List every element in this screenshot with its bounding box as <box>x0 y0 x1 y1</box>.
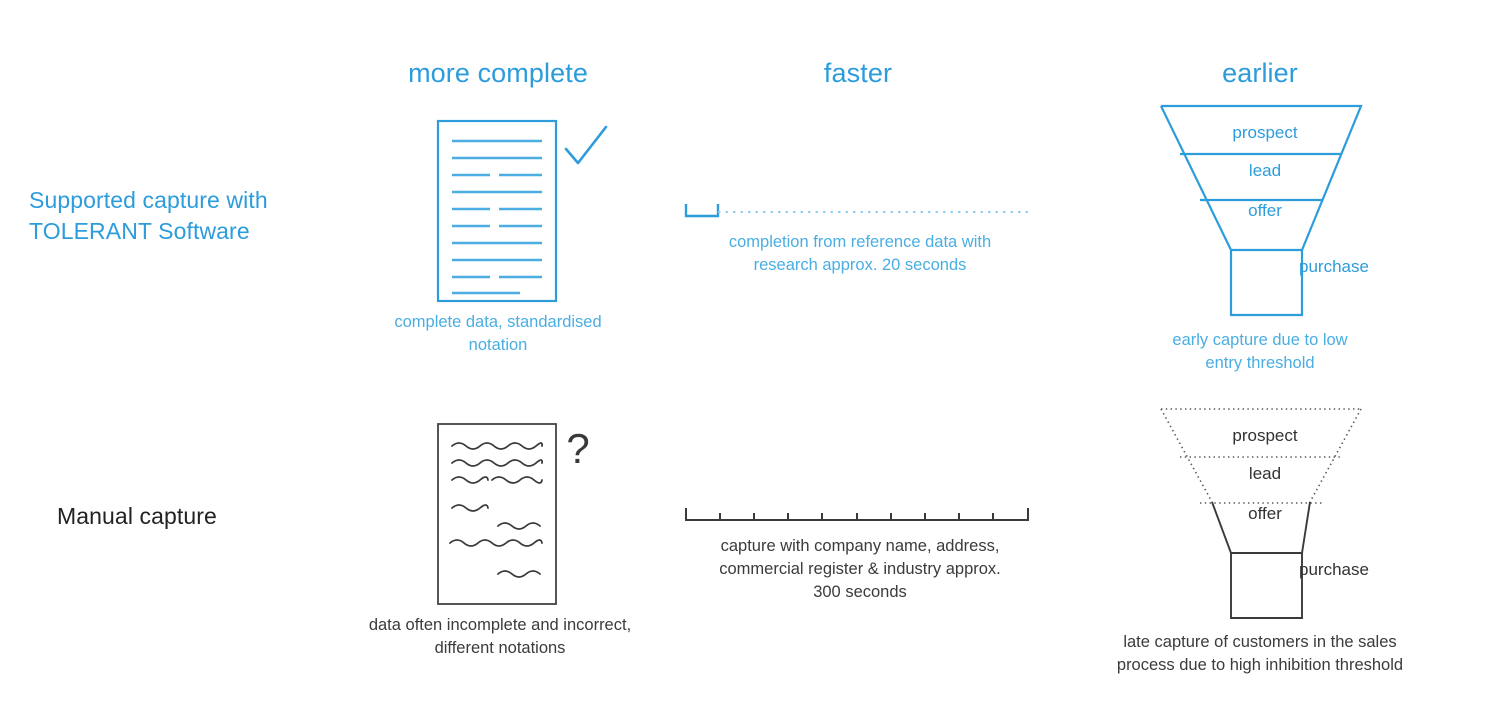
question-mark-icon: ? <box>566 425 589 472</box>
row-label-manual-capture: Manual capture <box>57 501 397 532</box>
long-measure-ruler-icon <box>682 500 1038 526</box>
funnel-outlet-label-purchase-supported: purchase <box>1299 257 1369 276</box>
row-label-line1: Supported capture with <box>29 187 268 213</box>
column-header-label: earlier <box>1222 58 1298 88</box>
funnel-stage-label-lead-supported: lead <box>1248 161 1282 180</box>
caption-line2: different notations <box>434 639 566 657</box>
caption-line2: entry threshold <box>1205 354 1315 372</box>
funnel-outlet-label-purchase-manual: purchase <box>1299 560 1369 579</box>
caption-line2: process due to high inhibition threshold <box>1116 656 1404 674</box>
caption-supported-document: complete data, standardised notation <box>343 311 653 357</box>
caption-line1: data often incomplete and incorrect, <box>368 616 632 634</box>
column-header-faster: faster <box>738 60 978 87</box>
column-header-label: faster <box>823 58 893 88</box>
caption-line2: notation <box>468 336 528 354</box>
caption-manual-document: data often incomplete and incorrect, dif… <box>340 614 660 660</box>
caption-line3: 300 seconds <box>813 583 907 601</box>
funnel-stage-label-offer-manual: offer <box>1248 504 1282 523</box>
funnel-stage-label-lead-manual: lead <box>1248 464 1282 483</box>
caption-line1: late capture of customers in the sales <box>1123 633 1397 651</box>
column-header-label: more complete <box>408 58 588 88</box>
document-with-question-icon: ? <box>430 418 620 613</box>
check-mark-icon <box>564 125 608 165</box>
funnel-stage-label-offer-supported: offer <box>1248 201 1282 220</box>
caption-line1: early capture due to low <box>1172 331 1348 349</box>
caption-line2: commercial register & industry approx. <box>719 560 1001 578</box>
short-measure-bar-icon <box>682 198 1038 224</box>
column-header-more-complete: more complete <box>378 60 618 87</box>
caption-manual-funnel: late capture of customers in the sales p… <box>1090 631 1430 677</box>
row-label-line2: TOLERANT Software <box>29 218 250 244</box>
caption-line1: completion from reference data with <box>728 233 992 251</box>
row-label-supported-capture: Supported capture with TOLERANT Software <box>29 185 369 247</box>
funnel-stage-label-prospect-manual: prospect <box>1232 426 1298 445</box>
sales-funnel-icon-manual <box>1150 403 1380 619</box>
column-header-earlier: earlier <box>1140 60 1380 87</box>
caption-supported-speed: completion from reference data with rese… <box>700 231 1020 277</box>
caption-manual-speed: capture with company name, address, comm… <box>690 535 1030 604</box>
caption-line1: complete data, standardised <box>394 313 602 331</box>
caption-line2: research approx. 20 seconds <box>753 256 967 274</box>
caption-line1: capture with company name, address, <box>720 537 1000 555</box>
document-with-check-icon <box>430 115 620 310</box>
sales-funnel-icon-supported <box>1150 100 1380 317</box>
caption-supported-funnel: early capture due to low entry threshold <box>1110 329 1410 375</box>
funnel-stage-label-prospect-supported: prospect <box>1232 123 1298 142</box>
row-label-line1: Manual capture <box>57 503 217 529</box>
